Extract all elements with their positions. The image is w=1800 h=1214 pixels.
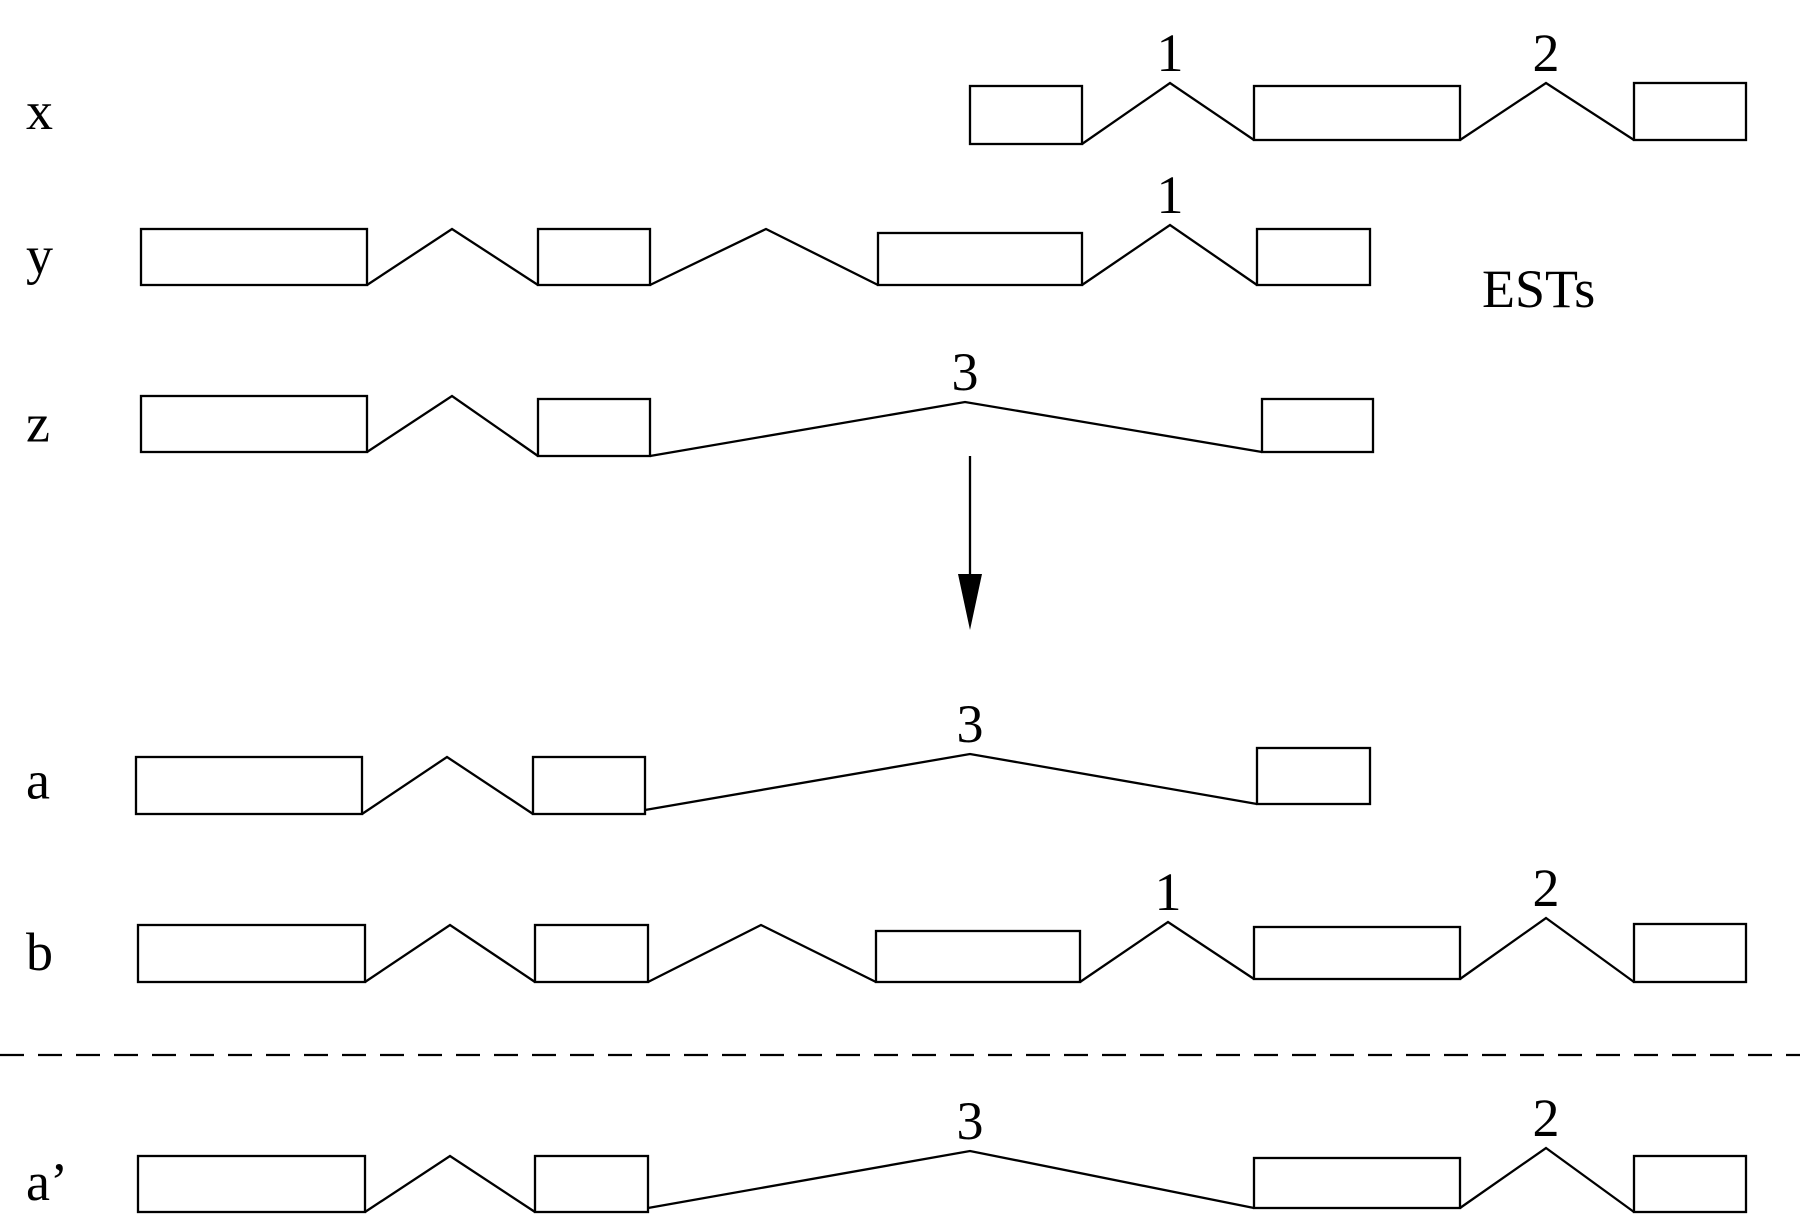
exon-a-1 xyxy=(134,755,364,816)
exon-a-prime-1 xyxy=(136,1154,367,1214)
junction-label-b-1: 1 xyxy=(1155,862,1182,922)
junction-label-a-prime-2: 2 xyxy=(1533,1088,1560,1148)
exon-a-3 xyxy=(1255,746,1372,806)
track-label-y: y xyxy=(26,226,53,286)
intron-y-3 xyxy=(1081,223,1258,286)
exon-b-5 xyxy=(1632,922,1748,984)
exon-z-1 xyxy=(139,394,369,454)
junction-label-x-2: 2 xyxy=(1533,23,1560,83)
intron-a-2 xyxy=(644,752,1258,812)
exon-a-prime-4 xyxy=(1632,1154,1748,1214)
track-x: 1 2 x xyxy=(26,23,1748,146)
track-y: 1y xyxy=(26,165,1372,287)
intron-a-prime-2 xyxy=(647,1149,1255,1210)
track-a: 3a xyxy=(26,694,1372,816)
intron-y-1 xyxy=(366,227,539,286)
exon-a-prime-3 xyxy=(1252,1156,1462,1210)
exon-b-4 xyxy=(1252,925,1462,981)
intron-a-prime-3 xyxy=(1459,1146,1635,1213)
intron-x-2 xyxy=(1459,81,1635,141)
exon-y-2 xyxy=(536,227,652,287)
exon-y-3 xyxy=(876,231,1084,287)
junction-label-x-1: 1 xyxy=(1157,23,1184,83)
track-b: 1 2 b xyxy=(26,858,1748,984)
exon-b-1 xyxy=(136,923,367,984)
exon-x-3 xyxy=(1632,81,1748,142)
track-label-b: b xyxy=(26,922,53,982)
junction-label-z-1: 3 xyxy=(952,342,979,402)
exon-z-3 xyxy=(1260,397,1375,454)
track-z: 3z xyxy=(26,342,1375,458)
intron-b-4 xyxy=(1459,916,1635,983)
exon-z-2 xyxy=(536,397,652,458)
track-label-x: x xyxy=(26,81,53,141)
exon-b-3 xyxy=(874,929,1082,984)
intron-b-1 xyxy=(364,923,536,983)
junction-label-a-1: 3 xyxy=(957,694,984,754)
exon-y-1 xyxy=(139,227,369,287)
intron-z-1 xyxy=(366,394,539,457)
arrow-head xyxy=(958,574,982,630)
intron-b-3 xyxy=(1079,920,1255,983)
intron-x-1 xyxy=(1081,81,1255,145)
track-label-a: a xyxy=(26,750,50,810)
exon-a-prime-2 xyxy=(533,1154,650,1214)
exon-a-2 xyxy=(531,755,647,816)
track-label-z: z xyxy=(26,394,50,454)
track-a-prime: 3 2 a’ xyxy=(26,1088,1748,1214)
track-label-a-prime: a’ xyxy=(26,1152,68,1212)
intron-a-1 xyxy=(361,755,534,815)
ests-label: ESTs xyxy=(1482,259,1595,319)
exon-y-4 xyxy=(1255,227,1372,287)
intron-a-prime-1 xyxy=(364,1154,536,1213)
exon-b-2 xyxy=(533,923,650,984)
exon-x-1 xyxy=(968,84,1084,146)
junction-label-b-2: 2 xyxy=(1533,858,1560,918)
intron-y-2 xyxy=(649,227,879,287)
junction-label-y-1: 1 xyxy=(1157,165,1184,225)
intron-z-2 xyxy=(649,400,1263,458)
exon-x-2 xyxy=(1252,84,1462,142)
junction-label-a-prime-1: 3 xyxy=(957,1091,984,1151)
derivation-arrow xyxy=(958,456,982,630)
intron-b-2 xyxy=(647,923,877,984)
